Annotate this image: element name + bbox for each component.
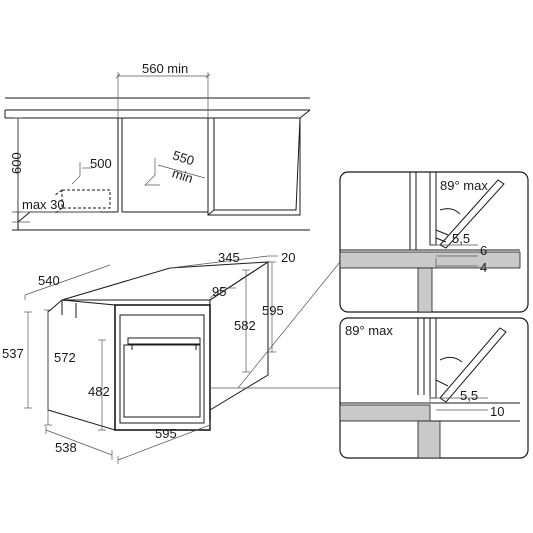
detail-bottom-gap-label: 5,5 [460,388,478,403]
detail-top-angle-label: 89° max [440,178,488,193]
oven-595-width-label: 595 [155,426,177,441]
niche-depth-550-label: 550 [171,147,196,168]
detail-bottom-angle-label: 89° max [345,323,393,338]
oven-95-label: 95 [212,284,226,299]
leader-line-top [237,261,341,389]
oven-572-label: 572 [54,350,76,365]
oven-depth-540-label: 540 [38,273,60,288]
max-30-label: max 30 [22,197,65,212]
oven-482-label: 482 [88,384,110,399]
detail-panel-top [339,171,529,313]
detail-top-6-label: 6 [480,243,487,258]
niche-depth-500-label: 500 [90,156,112,171]
niche-height-label: 600 [9,152,24,174]
oven-595-height-label: 595 [262,303,284,318]
detail-bottom-10-label: 10 [490,404,504,419]
detail-top-4-label: 4 [480,260,487,275]
detail-top-gap-label: 5,5 [452,231,470,246]
niche-depth-550-min-label: min [170,165,195,186]
oven-582-label: 582 [234,318,256,333]
detail-panel-bottom [339,317,529,459]
oven-345-label: 345 [218,250,240,265]
oven-538-label: 538 [55,440,77,455]
oven-drawing [24,255,278,464]
niche-width-label: 560 min [142,61,188,76]
niche-drawing [4,72,311,231]
oven-20-label: 20 [281,250,295,265]
oven-537-label: 537 [2,346,24,361]
